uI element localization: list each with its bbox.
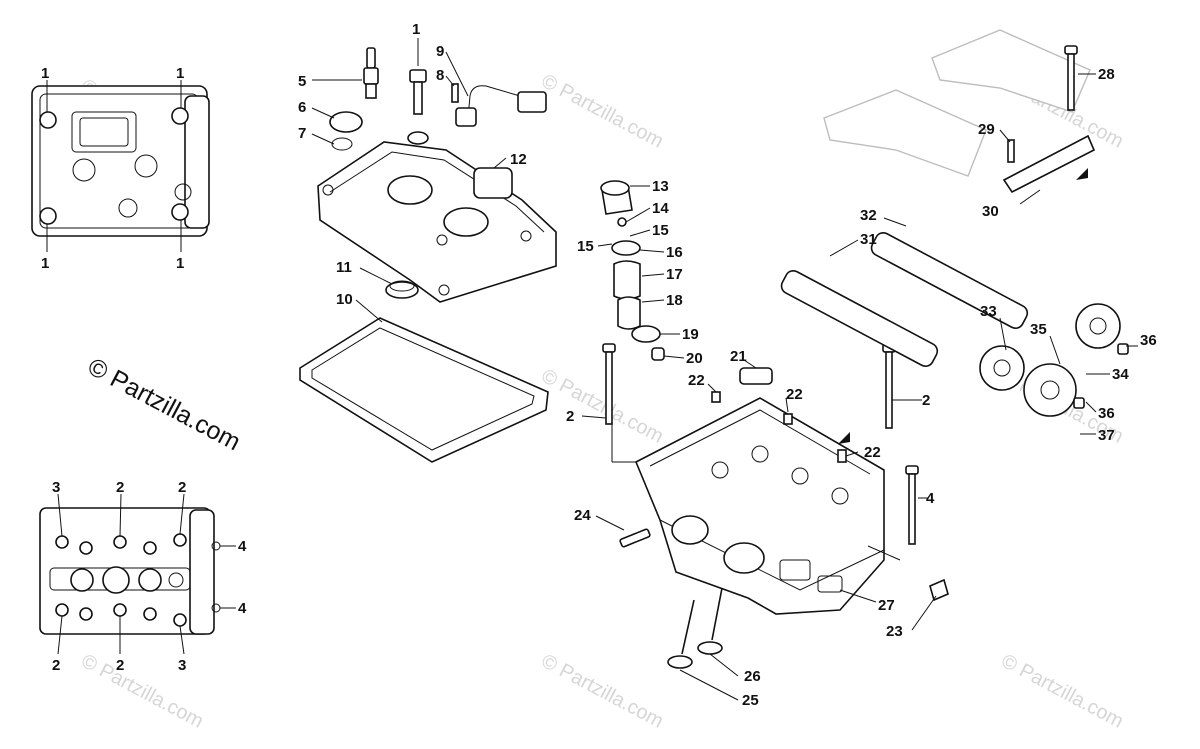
callout-6: 6 bbox=[298, 99, 306, 116]
callout-1: 1 bbox=[41, 65, 49, 82]
watermark: © Partzilla.com bbox=[538, 70, 667, 153]
sensor bbox=[451, 83, 547, 127]
callout-2: 2 bbox=[116, 479, 124, 496]
callout-15: 15 bbox=[577, 238, 594, 255]
callout-28: 28 bbox=[1098, 66, 1115, 83]
callout-1: 1 bbox=[176, 255, 184, 272]
callout-14: 14 bbox=[652, 200, 669, 217]
callout-2: 2 bbox=[52, 657, 60, 674]
callout-8: 8 bbox=[436, 67, 444, 84]
valve-train-stack bbox=[600, 180, 665, 361]
callout-1: 1 bbox=[176, 65, 184, 82]
camshafts bbox=[780, 232, 1129, 417]
callout-9: 9 bbox=[436, 43, 444, 60]
callout-18: 18 bbox=[666, 292, 683, 309]
brand-text: © Partzilla.com bbox=[83, 353, 245, 457]
cam-chain-guide bbox=[1002, 45, 1096, 194]
spark-plug bbox=[363, 47, 379, 99]
callout-22: 22 bbox=[688, 372, 705, 389]
callout-37: 37 bbox=[1098, 427, 1115, 444]
cover-gasket bbox=[299, 317, 549, 463]
cover-bolt bbox=[407, 69, 429, 145]
callout-13: 13 bbox=[652, 178, 669, 195]
callout-22: 22 bbox=[864, 444, 881, 461]
cylinder-head bbox=[634, 397, 885, 615]
callout-5: 5 bbox=[298, 73, 306, 90]
callout-2: 2 bbox=[566, 408, 574, 425]
callout-11: 11 bbox=[336, 259, 352, 276]
valve-cover bbox=[317, 141, 557, 303]
callout-17: 17 bbox=[666, 266, 683, 283]
callout-26: 26 bbox=[744, 668, 761, 685]
callout-3: 3 bbox=[52, 479, 60, 496]
oil-cap bbox=[329, 111, 363, 151]
callout-34: 34 bbox=[1112, 366, 1129, 383]
callout-33: 33 bbox=[980, 303, 997, 320]
callout-31: 31 bbox=[860, 231, 877, 248]
callout-group-camshafts: 28 29 30 32 31 33 35 36 34 36 37 bbox=[829, 66, 1157, 444]
callout-19: 19 bbox=[682, 326, 699, 343]
callout-4: 4 bbox=[238, 538, 247, 555]
watermark: © Partzilla.com bbox=[78, 650, 207, 733]
callout-group-inset-cover: 1 1 1 1 bbox=[41, 65, 184, 272]
callout-30: 30 bbox=[982, 203, 999, 220]
arrow-markers bbox=[838, 168, 1088, 444]
callout-group-valve-cover: 5 6 7 1 9 8 12 11 10 bbox=[298, 21, 527, 323]
watermark: © Partzilla.com bbox=[998, 650, 1127, 733]
callout-16: 16 bbox=[666, 244, 683, 261]
callout-4: 4 bbox=[926, 490, 935, 507]
callout-23: 23 bbox=[886, 623, 903, 640]
callout-10: 10 bbox=[336, 291, 353, 308]
callout-25: 25 bbox=[742, 692, 759, 709]
callout-1: 1 bbox=[412, 21, 420, 38]
callout-group-inset-head: 3 2 2 4 4 2 2 3 bbox=[52, 479, 247, 674]
valves bbox=[667, 587, 723, 669]
watermark: © Partzilla.com bbox=[538, 650, 667, 733]
callout-4: 4 bbox=[238, 600, 247, 617]
inset-cover-top-view bbox=[31, 85, 210, 237]
callout-group-head: 2 2 21 22 22 22 4 24 27 23 26 25 bbox=[566, 348, 937, 709]
callout-12: 12 bbox=[510, 151, 527, 168]
callout-2: 2 bbox=[922, 392, 930, 409]
callout-2: 2 bbox=[178, 479, 186, 496]
callout-group-valve-train: 13 14 15 15 16 17 18 19 20 bbox=[577, 178, 703, 367]
callout-22: 22 bbox=[786, 386, 803, 403]
callout-32: 32 bbox=[860, 207, 877, 224]
callout-24: 24 bbox=[574, 507, 591, 524]
callout-15: 15 bbox=[652, 222, 669, 239]
watermark: © Partzilla.com bbox=[538, 365, 667, 448]
callout-36: 36 bbox=[1140, 332, 1157, 349]
inset-head-top-view bbox=[39, 507, 221, 635]
callout-7: 7 bbox=[298, 125, 306, 142]
ghost-head bbox=[823, 29, 1091, 177]
callout-29: 29 bbox=[978, 121, 995, 138]
callout-1: 1 bbox=[41, 255, 49, 272]
callout-36: 36 bbox=[1098, 405, 1115, 422]
callout-3: 3 bbox=[178, 657, 186, 674]
callout-27: 27 bbox=[878, 597, 895, 614]
callout-21: 21 bbox=[730, 348, 747, 365]
callout-2: 2 bbox=[116, 657, 124, 674]
callout-35: 35 bbox=[1030, 321, 1047, 338]
grommet bbox=[385, 280, 419, 299]
callout-20: 20 bbox=[686, 350, 703, 367]
